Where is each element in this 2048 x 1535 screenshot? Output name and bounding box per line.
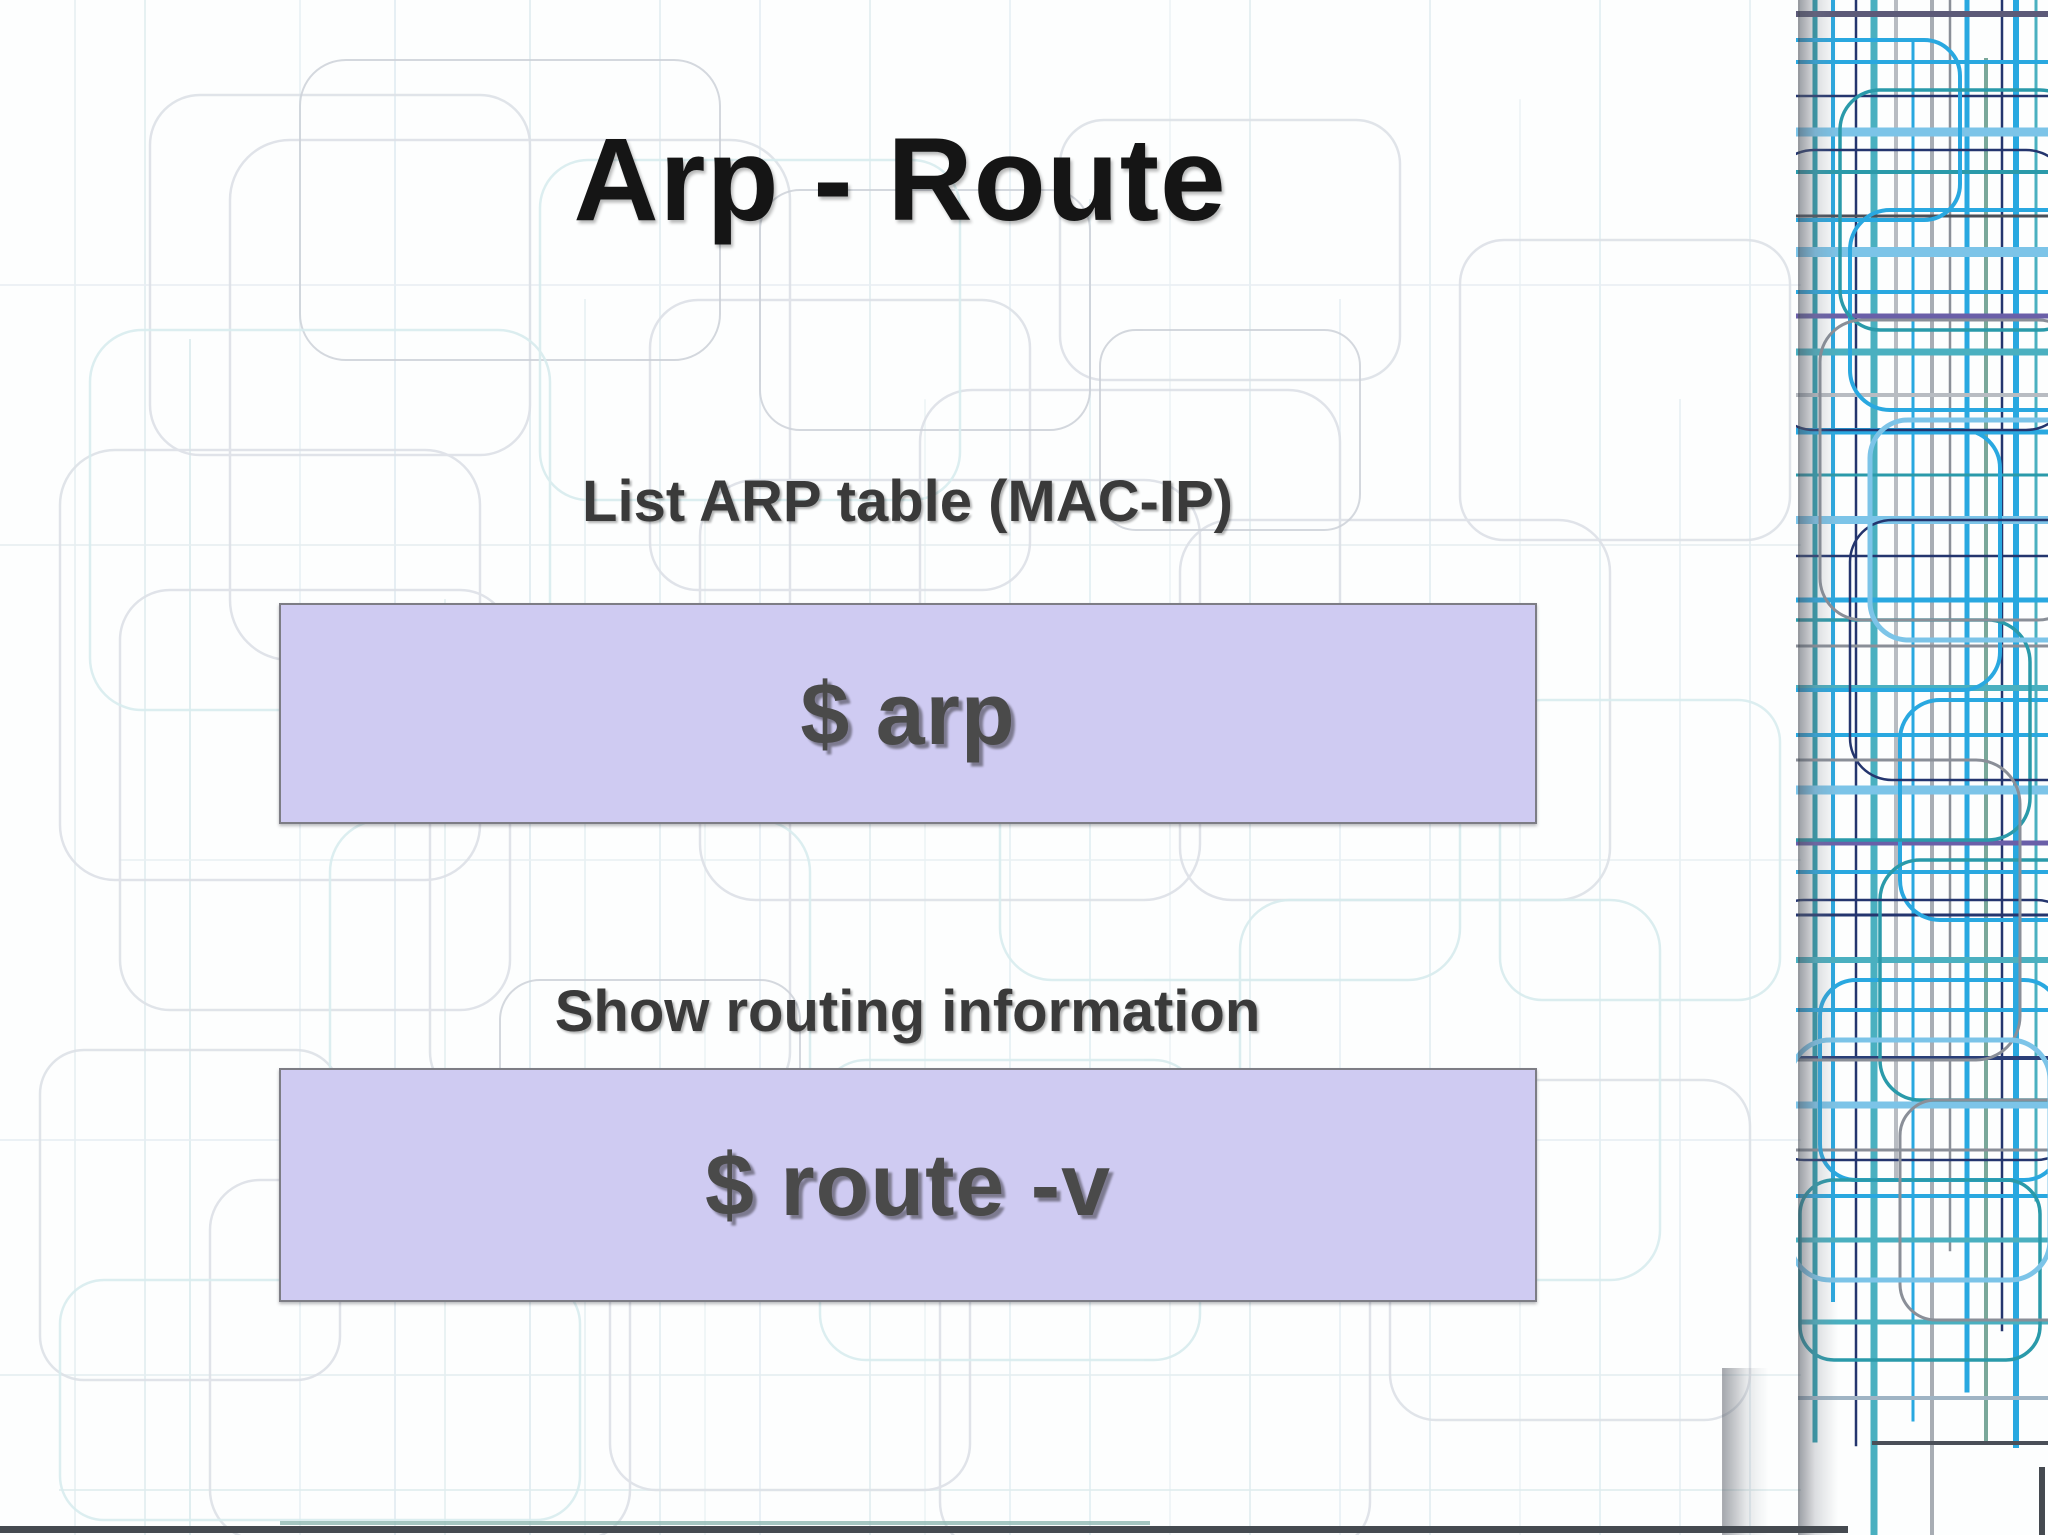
- page-edge-shadow: [1798, 0, 1838, 1535]
- command-box-arp: $ arp: [279, 603, 1537, 824]
- section-label-route: Show routing information: [554, 979, 1261, 1044]
- slide-title: Arp - Route: [573, 114, 1227, 246]
- command-box-route: $ route -v: [279, 1068, 1537, 1302]
- command-text-arp: $ arp: [800, 663, 1016, 763]
- command-text-route: $ route -v: [704, 1135, 1112, 1234]
- page-bottom-edge: [0, 1526, 1848, 1533]
- section-label-arp: List ARP table (MAC-IP): [582, 469, 1233, 534]
- page-curl-shadow: [1722, 1368, 1769, 1535]
- bottom-accent-line: [280, 1521, 1150, 1525]
